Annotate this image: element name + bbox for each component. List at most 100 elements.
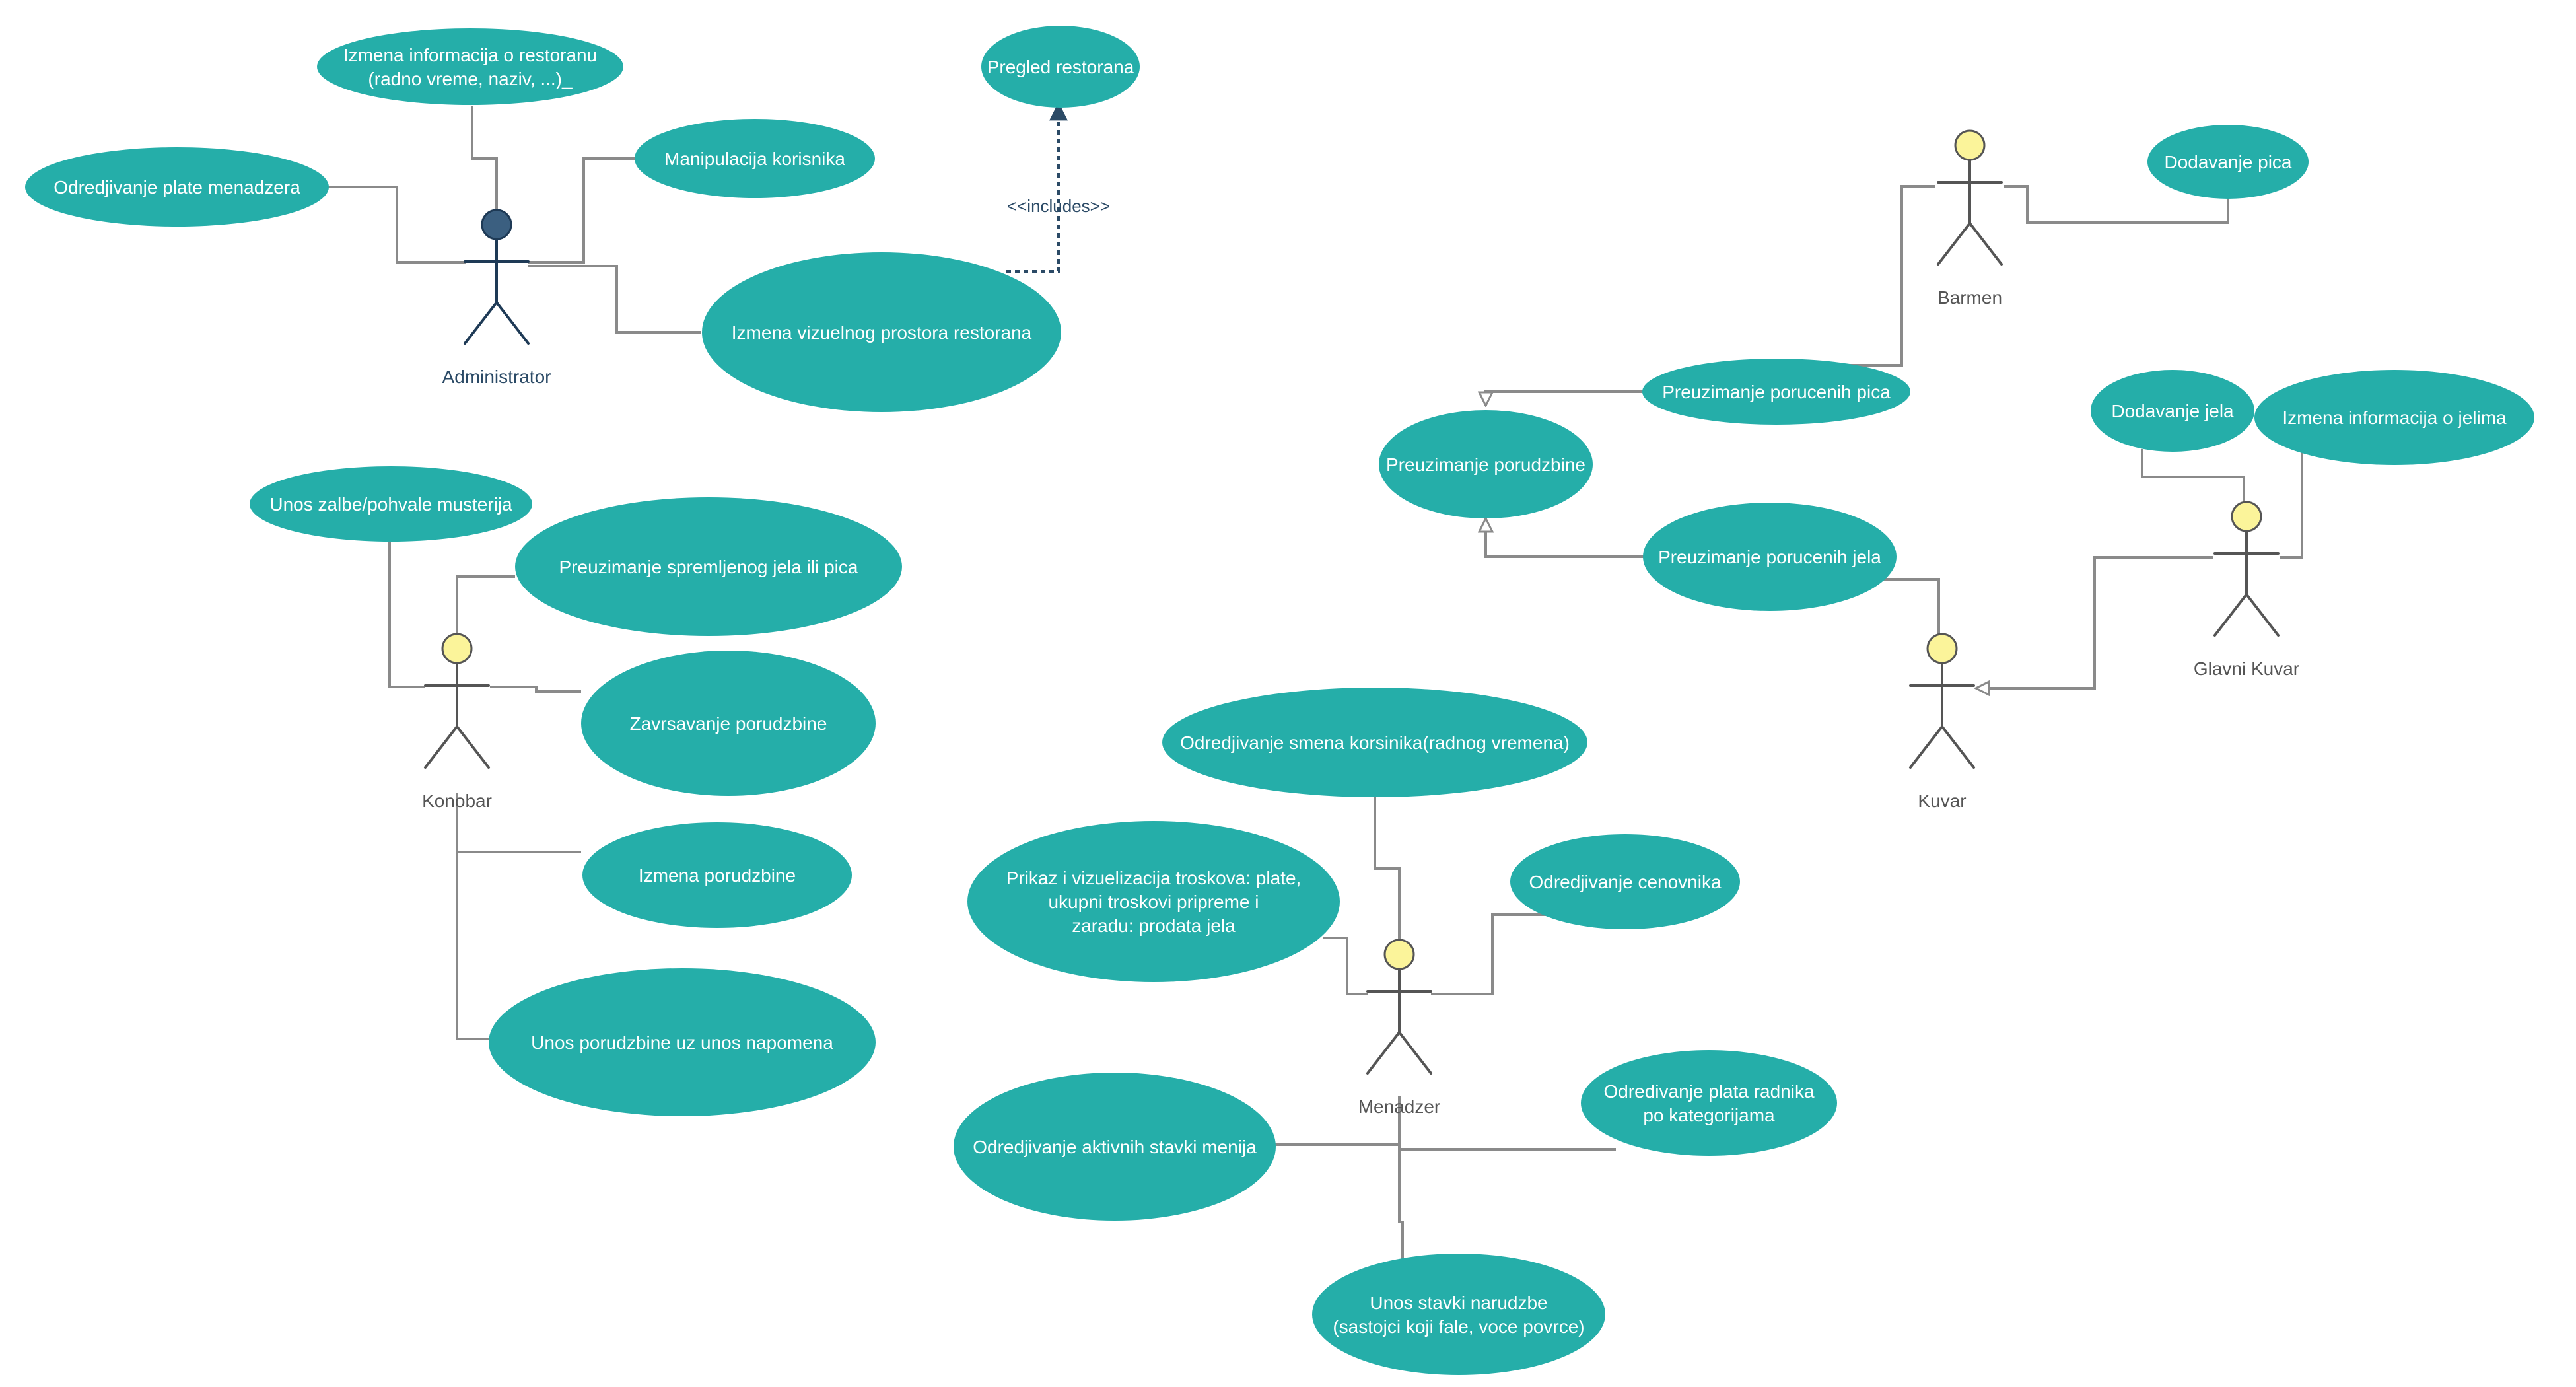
usecase-izmena-info-jelima[interactable]: Izmena informacija o jelima <box>2254 370 2534 465</box>
usecase-preuzimanje-porucenih-pica[interactable]: Preuzimanje porucenih pica <box>1642 359 1910 425</box>
usecase-ellipse <box>250 466 532 542</box>
actor-kuvar[interactable]: Kuvar <box>1909 633 1975 811</box>
actor-figure <box>1937 159 2003 266</box>
usecase-unos-stavki-narudzbe[interactable]: Unos stavki narudzbe (sastojci koji fale,… <box>1312 1254 1605 1375</box>
usecase-unos-zalbe[interactable]: Unos zalbe/pohvale musterija <box>250 466 532 542</box>
actors: Administrator Barmen Konobar Kuvar Glavn… <box>422 129 2299 1117</box>
usecase-label: Zavrsavanje porudzbine <box>630 713 827 734</box>
usecase-ellipse <box>967 821 1340 982</box>
actor-administrator[interactable]: Administrator <box>442 209 551 387</box>
usecase-ellipse <box>981 26 1140 108</box>
actor-label: Menadzer <box>1358 1096 1441 1117</box>
edge-menadzer-smena <box>1374 795 1401 940</box>
actor-figure <box>1366 968 1432 1075</box>
usecase-ellipse <box>489 968 876 1116</box>
usecase-ellipse <box>635 119 875 198</box>
usecase-odredjivanje-aktivnih-stavki[interactable]: Odredjivanje aktivnih stavki menija <box>954 1073 1276 1221</box>
generalization-glavni-kuvar <box>1976 556 2213 688</box>
usecase-ellipse <box>515 497 902 636</box>
usecase-label: Odredjivanje aktivnih stavki menija <box>973 1137 1257 1157</box>
edge-barmen-porucenih-pica <box>1834 185 1935 367</box>
usecase-ellipse <box>1643 503 1897 611</box>
actor-figure <box>424 662 490 769</box>
usecase-manipulacija-korisnika[interactable]: Manipulacija korisnika <box>635 119 875 198</box>
includes-label: <<includes>> <box>1007 196 1110 216</box>
actor-label: Konobar <box>422 791 492 811</box>
actor-head <box>1383 939 1415 970</box>
usecase-izmena-info-restoran[interactable]: Izmena informacija o restoranu(radno vre… <box>317 28 623 105</box>
edge-barmen-dodavanje-pica <box>2004 185 2229 224</box>
usecase-label: Odredjivanje smena korsinika(radnog vrem… <box>1180 732 1570 753</box>
actor-figure <box>2213 530 2280 637</box>
usecase-label: Preuzimanje porudzbine <box>1386 454 1585 475</box>
edge-konobar-unos <box>456 852 489 1040</box>
usecase-label: Izmena informacija o restoranu <box>343 45 597 65</box>
usecase-ellipse <box>1581 1050 1837 1156</box>
usecase-label: Odredivanje plata radnika <box>1603 1081 1815 1102</box>
edge-kuvar-porucenih-jela <box>1879 578 1940 634</box>
actor-head <box>2231 501 2262 532</box>
usecase-zavrsavanje-porudzbine[interactable]: Zavrsavanje porudzbine <box>581 651 876 796</box>
edge-menadzer-plata-radnika <box>1398 1145 1616 1151</box>
usecase-label: zaradu: prodata jela <box>1072 915 1236 936</box>
actor-glavni-kuvar[interactable]: Glavni Kuvar <box>2194 501 2299 679</box>
usecase-odredjivanje-smena[interactable]: Odredjivanje smena korsinika(radnog vrem… <box>1162 688 1587 797</box>
usecase-label: Prikaz i vizuelizacija troskova: plate, <box>1006 868 1302 888</box>
usecase-izmena-porudzbine[interactable]: Izmena porudzbine <box>582 822 852 928</box>
edge-admin-vizuelni <box>528 265 701 334</box>
usecase-odredjivanje-plate-menadzera[interactable]: Odredjivanje plate menadzera <box>25 147 329 227</box>
generalization-jela <box>1486 518 1644 558</box>
actor-menadzer[interactable]: Menadzer <box>1358 939 1441 1117</box>
usecase-label: Unos porudzbine uz unos napomena <box>531 1032 833 1053</box>
usecase-label: Preuzimanje spremljenog jela ili pica <box>559 557 858 577</box>
usecase-ellipse <box>582 822 852 928</box>
usecase-label: Izmena vizuelnog prostora restorana <box>732 322 1032 343</box>
usecase-ellipse <box>317 28 623 105</box>
usecase-preuzimanje-spremljenog[interactable]: Preuzimanje spremljenog jela ili pica <box>515 497 902 636</box>
actor-figure <box>464 238 530 345</box>
edge-konobar-zalba <box>388 542 425 688</box>
usecase-ellipse <box>1312 1254 1605 1375</box>
edge-admin-manipulacija <box>528 157 637 264</box>
actor-head <box>1954 129 1986 161</box>
actor-label: Kuvar <box>1918 791 1966 811</box>
usecase-label: Unos zalbe/pohvale musterija <box>269 494 512 515</box>
usecase-label: Izmena porudzbine <box>639 865 796 886</box>
edge-menadzer-troskova <box>1323 937 1368 995</box>
usecase-odredjivanje-cenovnika[interactable]: Odredjivanje cenovnika <box>1510 834 1740 929</box>
usecase-label: Pregled restorana <box>987 57 1134 77</box>
usecase-label: Unos stavki narudzbe <box>1370 1293 1547 1313</box>
usecase-label: Manipulacija korisnika <box>664 149 845 169</box>
usecase-ellipse <box>1642 359 1910 425</box>
usecase-prikaz-troskova[interactable]: Prikaz i vizuelizacija troskova: plate, u… <box>967 821 1340 982</box>
generalization-pica <box>1486 390 1644 406</box>
usecase-pregled-restorana[interactable]: Pregled restorana <box>981 26 1140 108</box>
edge-konobar-zavrsavanje <box>490 686 581 693</box>
actor-konobar[interactable]: Konobar <box>422 633 492 811</box>
usecase-dodavanje-jela[interactable]: Dodavanje jela <box>2091 370 2254 452</box>
includes-edge <box>1006 102 1068 273</box>
usecase-label: Odredjivanje cenovnika <box>1529 872 1721 892</box>
actor-figure <box>1909 662 1975 769</box>
usecase-label: (sastojci koji fale, voce povrce) <box>1333 1316 1584 1337</box>
edge-konobar-spremljenog <box>456 575 515 634</box>
usecase-label: ukupni troskovi pripreme i <box>1048 892 1259 912</box>
edge-admin-izmena-info <box>471 106 498 210</box>
actor-head <box>481 209 512 240</box>
usecase-label: Odredjivanje plate menadzera <box>53 177 300 197</box>
usecase-ellipse <box>954 1073 1276 1221</box>
usecase-ellipse <box>2091 370 2254 452</box>
usecase-unos-porudzbine[interactable]: Unos porudzbine uz unos napomena <box>489 968 876 1116</box>
usecase-label: Preuzimanje porucenih jela <box>1658 547 1881 567</box>
usecase-preuzimanje-porudzbine[interactable]: Preuzimanje porudzbine <box>1379 410 1593 518</box>
actor-barmen[interactable]: Barmen <box>1937 129 2003 308</box>
usecase-izmena-vizuelnog-prostora[interactable]: Izmena vizuelnog prostora restorana <box>702 252 1061 412</box>
usecase-dodavanje-pica[interactable]: Dodavanje pica <box>2147 125 2309 199</box>
usecase-preuzimanje-porucenih-jela[interactable]: Preuzimanje porucenih jela <box>1643 503 1897 611</box>
usecase-ellipse <box>2147 125 2309 199</box>
edge-menadzer-cenovnik <box>1431 913 1553 995</box>
actor-head <box>441 633 473 664</box>
use-cases: Izmena informacija o restoranu(radno vre… <box>25 26 2534 1375</box>
